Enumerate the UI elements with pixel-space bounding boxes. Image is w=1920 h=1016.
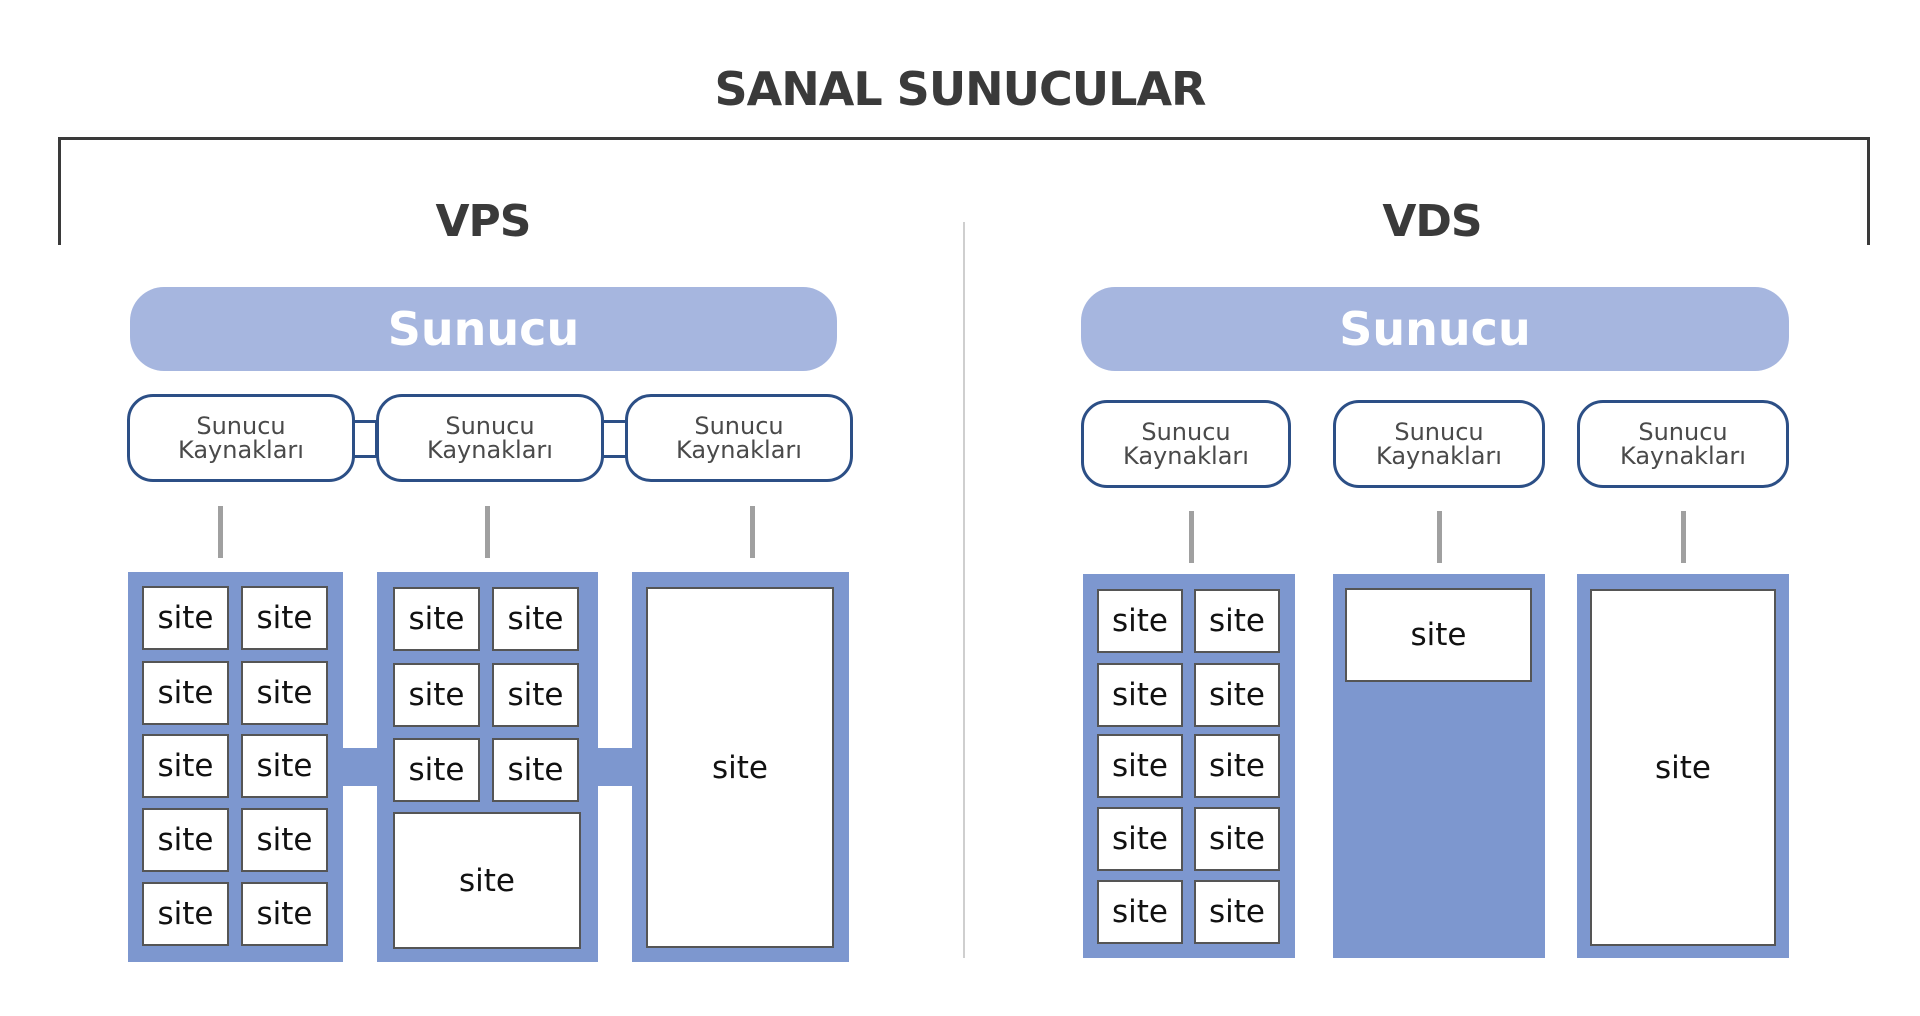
site-box: site [1194,663,1280,727]
site-box: site [1194,589,1280,653]
resource-label-line1: Sunucu [1141,418,1231,446]
vps-title: VPS [435,196,532,247]
vps-group-bridge-2 [595,748,635,786]
vps-resource-box-3: Sunucu Kaynakları [625,394,853,482]
resource-label-line2: Kaynakları [676,436,802,464]
vds-site-group-3: site [1577,574,1789,958]
bracket-top-line [58,137,1870,140]
vds-server-box: Sunucu [1081,287,1789,371]
vps-stem-2 [485,506,490,558]
site-box: site [492,738,579,802]
resource-label-line2: Kaynakları [1376,442,1502,470]
vps-server-box: Sunucu [130,287,837,371]
site-box: site [1097,807,1183,871]
site-box: site [142,661,229,725]
site-box: site [393,663,480,727]
site-box-medium: site [1345,588,1532,682]
bracket-right-line [1867,137,1870,245]
resource-label-line1: Sunucu [445,412,535,440]
vds-resource-box-2: Sunucu Kaynakları [1333,400,1545,488]
site-box: site [1097,880,1183,944]
vds-title: VDS [1382,196,1482,247]
site-box: site [1194,807,1280,871]
site-box: site [241,808,328,872]
vps-resource-link-2 [600,420,628,458]
vds-site-group-1: site site site site site site site site … [1083,574,1295,958]
resource-label-line2: Kaynakları [178,436,304,464]
vps-stem-3 [750,506,755,558]
site-box-full: site [1590,589,1776,946]
vps-stem-1 [218,506,223,558]
site-box: site [241,882,328,946]
site-box: site [241,734,328,798]
site-box: site [393,587,480,651]
vps-group-bridge-1 [340,748,380,786]
site-box: site [142,734,229,798]
vps-site-group-1: site site site site site site site site … [128,572,343,962]
resource-label-line2: Kaynakları [1123,442,1249,470]
vps-resource-box-2: Sunucu Kaynakları [376,394,604,482]
resource-label-line2: Kaynakları [427,436,553,464]
vds-stem-2 [1437,511,1442,563]
resource-label-line1: Sunucu [1394,418,1484,446]
site-box: site [142,882,229,946]
vds-stem-3 [1681,511,1686,563]
resource-label-line1: Sunucu [196,412,286,440]
vds-resource-box-3: Sunucu Kaynakları [1577,400,1789,488]
resource-label-line1: Sunucu [1638,418,1728,446]
site-box: site [1194,880,1280,944]
vds-stem-1 [1189,511,1194,563]
site-box: site [1194,734,1280,798]
vds-site-group-2: site [1333,574,1545,958]
site-box: site [241,661,328,725]
site-box: site [241,586,328,650]
resource-label-line1: Sunucu [694,412,784,440]
main-title: SANAL SUNUCULAR [714,62,1207,116]
site-box-full: site [646,587,834,948]
bracket-left-line [58,137,61,245]
site-box: site [142,808,229,872]
resource-label-line2: Kaynakları [1620,442,1746,470]
vds-resource-box-1: Sunucu Kaynakları [1081,400,1291,488]
vps-site-group-2: site site site site site site site [377,572,598,962]
site-box: site [1097,589,1183,653]
site-box: site [492,663,579,727]
site-box: site [1097,663,1183,727]
section-divider [963,222,965,958]
site-box: site [142,586,229,650]
site-box: site [492,587,579,651]
vps-site-group-3: site [632,572,849,962]
vps-resource-box-1: Sunucu Kaynakları [127,394,355,482]
site-box: site [393,738,480,802]
site-box-large: site [393,812,581,949]
site-box: site [1097,734,1183,798]
